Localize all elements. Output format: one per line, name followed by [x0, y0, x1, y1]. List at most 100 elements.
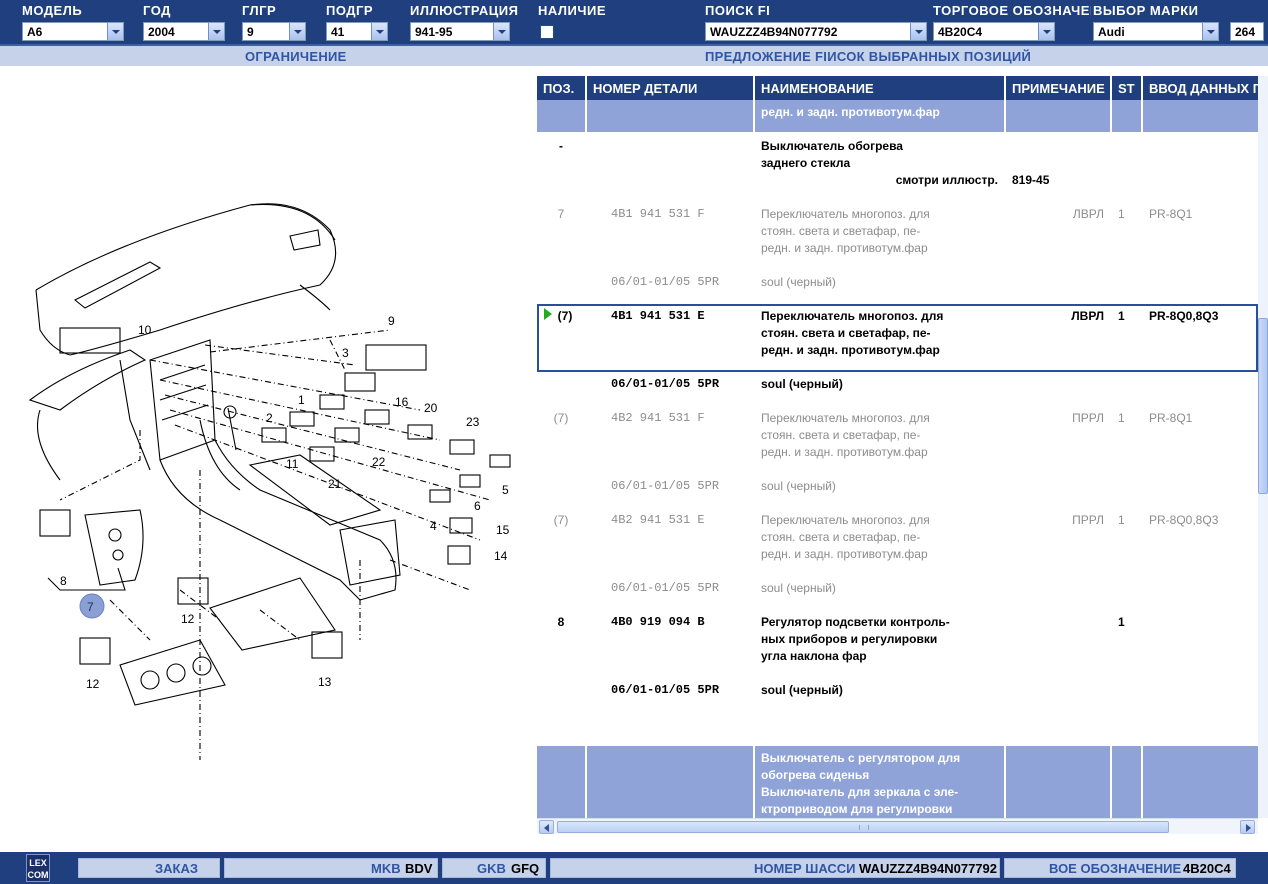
parts-table-container[interactable]: ПОЗ. НОМЕР ДЕТАЛИ НАИМЕНОВАНИЕ ПРИМЕЧАНИ… [537, 76, 1258, 818]
availability-checkbox[interactable] [540, 25, 554, 39]
sub-group-label: ПОДГР [326, 3, 374, 18]
name-line: обогрева сиденья [761, 768, 870, 782]
table-row[interactable]: 06/01-01/05 5PR soul (черный) [537, 576, 1258, 610]
name-line: редн. и задн. противотум.фар [761, 343, 940, 357]
selected-items-heading[interactable]: ПРЕДЛОЖЕНИЕ FIИСОК ВЫБРАННЫХ ПОЗИЦИЙ [705, 49, 1032, 64]
table-row-selected[interactable]: (7) 4B1 941 531 E Переключатель многопоз… [537, 304, 1258, 372]
name-line: стоян. света и светафар, пе- [761, 530, 921, 544]
cell-st [1112, 712, 1143, 746]
cell-pos [537, 474, 587, 508]
table-row[interactable]: (7) 4B2 941 531 E Переключатель многопоз… [537, 508, 1258, 576]
illustration-value: 941-95 [415, 25, 453, 39]
name-line: стоян. света и светафар, пе- [761, 428, 921, 442]
cell-name: soul (черный) [755, 474, 1006, 508]
scroll-left-icon[interactable] [539, 820, 554, 834]
table-row[interactable]: 06/01-01/05 5PR soul (черный) [537, 678, 1258, 712]
extra-field[interactable]: 264 [1230, 22, 1264, 41]
table-row[interactable]: 06/01-01/05 5PR soul (черный) [537, 270, 1258, 304]
fin-search-value: WAUZZZ4B94N077792 [710, 25, 838, 39]
cell-st [1112, 678, 1143, 712]
svg-text:9: 9 [388, 314, 395, 328]
order-button[interactable]: ЗАКАЗ [78, 858, 220, 878]
cell-name: Переключатель многопоз. для стоян. света… [755, 508, 1006, 576]
scroll-right-icon[interactable] [1240, 820, 1255, 834]
cell-st: 1 [1112, 508, 1143, 576]
model-select[interactable]: A6 [22, 22, 124, 41]
svg-text:3: 3 [342, 346, 349, 360]
name-line: soul (черный) [761, 377, 843, 391]
cell-pos [537, 678, 587, 712]
chevron-down-icon[interactable] [1038, 23, 1054, 40]
svg-text:6: 6 [474, 499, 481, 513]
main-group-select[interactable]: 9 [242, 22, 306, 41]
cell-note: ПРРЛ [1006, 406, 1112, 474]
chassis-label: НОМЕР ШАССИ [754, 861, 856, 876]
vertical-scroll-thumb[interactable] [1258, 318, 1268, 494]
illustration-select[interactable]: 941-95 [410, 22, 510, 41]
table-row[interactable]: 06/01-01/05 5PR soul (черный) [537, 372, 1258, 406]
chevron-down-icon[interactable] [107, 23, 123, 40]
name-line: soul (черный) [761, 275, 836, 289]
chevron-down-icon[interactable] [371, 23, 387, 40]
cell-name: Переключатель многопоз. для стоян. света… [755, 304, 1006, 372]
cell-name: Выключатель обогрева заднего стекла смот… [755, 134, 1006, 202]
trade-designation-field: ТОРГОВОЕ ОБОЗНАЧЕНИЕ 4B20C4 [933, 0, 1091, 44]
cell-part-number: 4B1 941 531 F [587, 202, 755, 270]
name-line: Выключатель обогрева [761, 139, 903, 153]
horizontal-scrollbar[interactable] [537, 818, 1258, 834]
cell-data [1143, 610, 1258, 678]
table-row[interactable]: 06/01-01/05 5PR soul (черный) [537, 474, 1258, 508]
cell-name: Регулятор подсветки контроль- ных прибор… [755, 610, 1006, 678]
svg-text:1: 1 [298, 393, 305, 407]
sub-group-select[interactable]: 41 [326, 22, 388, 41]
cell-part-number: 4B2 941 531 E [587, 508, 755, 576]
main-group-field: ГЛГР 9 [242, 0, 306, 44]
designation-value: 4B20C4 [1183, 861, 1231, 876]
column-header-part-number[interactable]: НОМЕР ДЕТАЛИ [587, 76, 755, 100]
table-row[interactable] [537, 712, 1258, 746]
section-heading-bar: ОГРАНИЧЕНИЕ ПРЕДЛОЖЕНИЕ FIИСОК ВЫБРАННЫХ… [0, 44, 1268, 66]
table-row[interactable]: редн. и задн. противотум.фар [537, 100, 1258, 134]
restriction-heading[interactable]: ОГРАНИЧЕНИЕ [245, 49, 347, 64]
cell-name: Переключатель многопоз. для стоян. света… [755, 202, 1006, 270]
table-row[interactable]: (7) 4B2 941 531 F Переключатель многопоз… [537, 406, 1258, 474]
chevron-down-icon[interactable] [289, 23, 305, 40]
cell-st [1112, 100, 1143, 134]
cell-part-number: 06/01-01/05 5PR [587, 474, 755, 508]
table-row[interactable]: - Выключатель обогрева заднего стекла см… [537, 134, 1258, 202]
illustration-field: ИЛЛЮСТРАЦИЯ 941-95 [410, 0, 518, 44]
year-select[interactable]: 2004 [143, 22, 225, 41]
cell-data [1143, 134, 1258, 202]
column-header-note[interactable]: ПРИМЕЧАНИЕ [1006, 76, 1112, 100]
table-row[interactable]: 7 4B1 941 531 F Переключатель многопоз. … [537, 202, 1258, 270]
brand-select[interactable]: Audi [1093, 22, 1219, 41]
cell-pos [537, 746, 587, 818]
chassis-value: WAUZZZ4B94N077792 [859, 861, 997, 876]
cell-part-number: 4B0 919 094 B [587, 610, 755, 678]
cell-note [1006, 712, 1112, 746]
chevron-down-icon[interactable] [208, 23, 224, 40]
chevron-down-icon[interactable] [1202, 23, 1218, 40]
column-header-st[interactable]: ST [1112, 76, 1143, 100]
cell-note [1006, 100, 1112, 134]
fin-search-input[interactable]: WAUZZZ4B94N077792 [705, 22, 927, 41]
cell-st: 1 [1112, 610, 1143, 678]
table-row[interactable]: 8 4B0 919 094 B Регулятор подсветки конт… [537, 610, 1258, 678]
table-row[interactable]: Выключатель с регулятором для обогрева с… [537, 746, 1258, 818]
trade-designation-select[interactable]: 4B20C4 [933, 22, 1055, 41]
cell-name: soul (черный) [755, 270, 1006, 304]
column-header-data-entry[interactable]: ВВОД ДАННЫХ П [1143, 76, 1258, 100]
horizontal-scroll-thumb[interactable] [557, 821, 1169, 833]
illustration-reference[interactable]: 819-45 [1012, 173, 1050, 187]
column-header-name[interactable]: НАИМЕНОВАНИЕ [755, 76, 1006, 100]
chevron-down-icon[interactable] [910, 23, 926, 40]
cell-st [1112, 134, 1143, 202]
svg-text:16: 16 [395, 395, 409, 409]
cell-part-number [587, 100, 755, 134]
year-label: ГОД [143, 3, 171, 18]
column-header-pos[interactable]: ПОЗ. [537, 76, 587, 100]
chevron-down-icon[interactable] [493, 23, 509, 40]
see-illustration-link[interactable]: смотри иллюстр. [895, 173, 998, 187]
